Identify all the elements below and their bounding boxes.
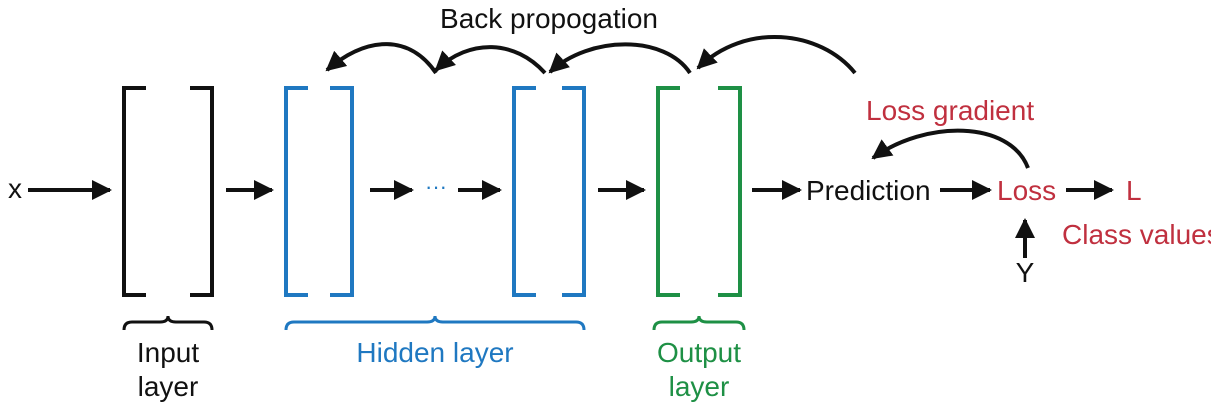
hidden1-right-bracket: [330, 86, 354, 297]
hidden1-left-bracket: [284, 86, 308, 297]
y-label: Y: [1016, 257, 1035, 288]
backprop-arrow-output-to-hidden: [548, 42, 692, 75]
layer-braces: [122, 315, 746, 331]
hidden-ellipsis: ···: [425, 174, 447, 199]
backprop-arrow-hidden-to-first: [325, 42, 438, 75]
hidden2-right-bracket: [562, 86, 586, 297]
loss-gradient-label: Loss gradient: [866, 95, 1034, 126]
hidden-layer-label: Hidden layer: [356, 337, 513, 368]
class-values-label: Class values: [1062, 219, 1211, 250]
hidden-layer-brace: [284, 315, 586, 331]
loss-gradient-arrow: [871, 128, 1030, 169]
input-layer-brackets: [122, 86, 214, 297]
x-input-label: x: [8, 173, 22, 204]
hidden-layer-2-brackets: [512, 86, 586, 297]
output-right-bracket: [718, 86, 742, 297]
output-layer-brace: [652, 315, 746, 331]
l-label: L: [1126, 175, 1142, 206]
input-layer-label-line2: layer: [138, 371, 199, 402]
output-layer-label-line2: layer: [669, 371, 730, 402]
input-right-bracket: [190, 86, 214, 297]
back-propagation-arrows: [325, 34, 857, 75]
back-propagation-label: Back propogation: [440, 3, 658, 34]
backprop-arrow-hidden-to-hidden: [434, 45, 547, 75]
output-layer-label-line1: Output: [657, 337, 741, 368]
prediction-label: Prediction: [806, 175, 931, 206]
backprop-arrow-loss-to-output: [696, 34, 857, 75]
hidden-layer-1-brackets: [284, 86, 354, 297]
input-layer-label-line1: Input: [137, 337, 199, 368]
input-left-bracket: [122, 86, 146, 297]
output-left-bracket: [656, 86, 680, 297]
loss-label: Loss: [997, 175, 1056, 206]
output-layer-brackets: [656, 86, 742, 297]
input-layer-brace: [122, 315, 214, 331]
hidden2-left-bracket: [512, 86, 536, 297]
